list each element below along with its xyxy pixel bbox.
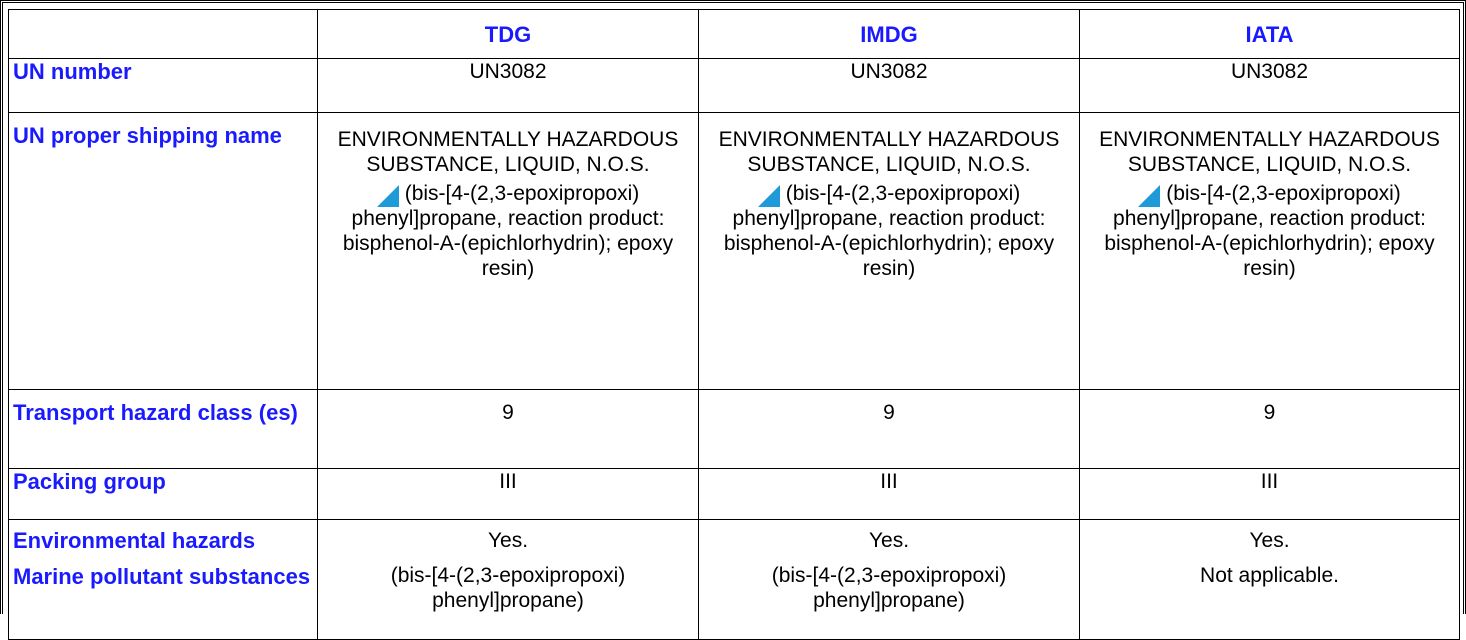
transport-information-table: TDG IMDG IATA UN number UN3082 UN3082 UN… bbox=[8, 9, 1460, 640]
packing-group-tdg: III bbox=[317, 468, 699, 520]
shipping-name-tdg: ENVIRONMENTALLY HAZARDOUS SUBSTANCE, LIQ… bbox=[317, 112, 699, 390]
shipping-name-sub-wrap: (bis-[4-(2,3-epoxipropoxi) phenyl]propan… bbox=[322, 181, 694, 281]
triangle-marker-icon bbox=[757, 185, 780, 207]
un-number-tdg: UN3082 bbox=[317, 58, 699, 113]
environmental-tdg: Yes. (bis-[4-(2,3-epoxipropoxi) phenyl]p… bbox=[317, 519, 699, 640]
hazard-class-imdg: 9 bbox=[698, 389, 1080, 469]
header-imdg: IMDG bbox=[698, 9, 1080, 59]
shipping-name-sub: (bis-[4-(2,3-epoxipropoxi) phenyl]propan… bbox=[723, 182, 1055, 280]
header-row: TDG IMDG IATA bbox=[8, 9, 1460, 59]
shipping-name-sub-wrap: (bis-[4-(2,3-epoxipropoxi) phenyl]propan… bbox=[1084, 181, 1455, 281]
environmental-value: Yes. bbox=[1249, 529, 1290, 552]
packing-group-imdg: III bbox=[698, 468, 1080, 520]
marine-pollutant-value: (bis-[4-(2,3-epoxipropoxi) phenyl]propan… bbox=[390, 564, 626, 612]
triangle-marker-icon bbox=[1138, 185, 1161, 207]
un-number-row: UN number UN3082 UN3082 UN3082 bbox=[8, 58, 1460, 113]
shipping-name-main: ENVIRONMENTALLY HAZARDOUS SUBSTANCE, LIQ… bbox=[1099, 128, 1440, 176]
hazard-class-iata: 9 bbox=[1079, 389, 1460, 469]
environmental-label-cell: Environmental hazards Marine pollutant s… bbox=[8, 519, 318, 640]
shipping-name-sub: (bis-[4-(2,3-epoxipropoxi) phenyl]propan… bbox=[1104, 182, 1435, 280]
shipping-name-row: UN proper shipping name ENVIRONMENTALLY … bbox=[8, 112, 1460, 390]
shipping-name-sub-wrap: (bis-[4-(2,3-epoxipropoxi) phenyl]propan… bbox=[703, 181, 1075, 281]
header-tdg: TDG bbox=[317, 9, 699, 59]
packing-group-iata: III bbox=[1079, 468, 1460, 520]
hazard-class-tdg: 9 bbox=[317, 389, 699, 469]
environmental-row: Environmental hazards Marine pollutant s… bbox=[8, 519, 1460, 640]
header-empty-cell bbox=[8, 9, 318, 59]
environmental-imdg: Yes. (bis-[4-(2,3-epoxipropoxi) phenyl]p… bbox=[698, 519, 1080, 640]
shipping-name-main: ENVIRONMENTALLY HAZARDOUS SUBSTANCE, LIQ… bbox=[337, 128, 679, 176]
shipping-name-imdg: ENVIRONMENTALLY HAZARDOUS SUBSTANCE, LIQ… bbox=[698, 112, 1080, 390]
packing-group-row: Packing group III III III bbox=[8, 468, 1460, 520]
marine-pollutant-label: Marine pollutant substances bbox=[13, 564, 311, 589]
un-number-imdg: UN3082 bbox=[698, 58, 1080, 113]
environmental-value: Yes. bbox=[868, 529, 910, 552]
hazard-class-row: Transport hazard class (es) 9 9 9 bbox=[8, 389, 1460, 469]
environmental-iata: Yes. Not applicable. bbox=[1079, 519, 1460, 640]
shipping-name-label: UN proper shipping name bbox=[8, 112, 318, 390]
un-number-label: UN number bbox=[8, 58, 318, 113]
header-iata: IATA bbox=[1079, 9, 1460, 59]
triangle-marker-icon bbox=[376, 185, 399, 207]
shipping-name-main: ENVIRONMENTALLY HAZARDOUS SUBSTANCE, LIQ… bbox=[718, 128, 1060, 176]
environmental-value: Yes. bbox=[487, 529, 529, 552]
marine-pollutant-value: (bis-[4-(2,3-epoxipropoxi) phenyl]propan… bbox=[771, 564, 1007, 612]
un-number-iata: UN3082 bbox=[1079, 58, 1460, 113]
hazard-class-label: Transport hazard class (es) bbox=[8, 389, 318, 469]
shipping-name-iata: ENVIRONMENTALLY HAZARDOUS SUBSTANCE, LIQ… bbox=[1079, 112, 1460, 390]
marine-pollutant-value: Not applicable. bbox=[1200, 564, 1339, 587]
environmental-hazards-label: Environmental hazards bbox=[13, 528, 256, 553]
packing-group-label: Packing group bbox=[8, 468, 318, 520]
page-frame bbox=[0, 0, 1466, 614]
shipping-name-sub: (bis-[4-(2,3-epoxipropoxi) phenyl]propan… bbox=[342, 182, 674, 280]
